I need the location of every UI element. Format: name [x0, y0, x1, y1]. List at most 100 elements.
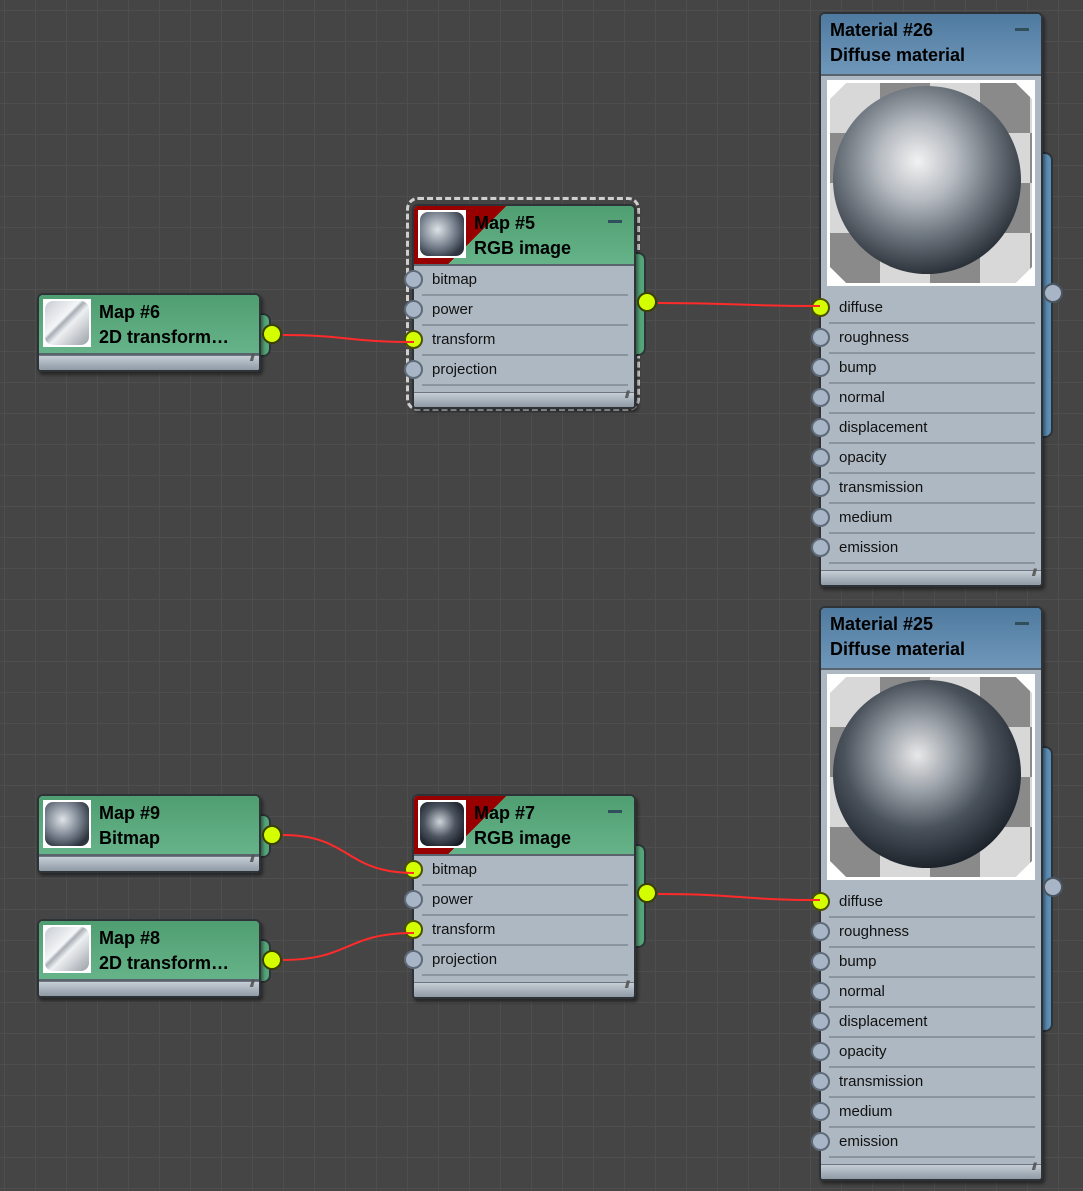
- input-label: opacity: [839, 449, 887, 466]
- input-port[interactable]: [404, 330, 423, 349]
- input-port[interactable]: [811, 478, 830, 497]
- input-slot-normal[interactable]: normal: [811, 978, 1035, 1008]
- output-port[interactable]: [637, 292, 657, 312]
- collapse-button[interactable]: [608, 810, 622, 813]
- input-slot-transmission[interactable]: transmission: [811, 474, 1035, 504]
- input-slot-transform[interactable]: transform: [404, 916, 628, 946]
- wire-map5-to-mat26-diffuse[interactable]: [657, 302, 821, 307]
- resize-grip[interactable]: [39, 979, 259, 996]
- input-port[interactable]: [404, 300, 423, 319]
- input-port[interactable]: [811, 298, 830, 317]
- input-slot-power[interactable]: power: [404, 886, 628, 916]
- collapse-button[interactable]: [608, 220, 622, 223]
- collapse-button[interactable]: [1015, 622, 1029, 625]
- output-port[interactable]: [1043, 283, 1063, 303]
- input-port[interactable]: [811, 952, 830, 971]
- input-slot-bump[interactable]: bump: [811, 354, 1035, 384]
- output-port[interactable]: [262, 825, 282, 845]
- input-label: medium: [839, 1103, 893, 1120]
- wire-map9-to-map7-bitmap[interactable]: [282, 834, 415, 874]
- input-port[interactable]: [404, 860, 423, 879]
- input-port[interactable]: [811, 1072, 830, 1091]
- input-port[interactable]: [811, 328, 830, 347]
- input-slot-transform[interactable]: transform: [404, 326, 628, 356]
- wire-map6-to-map5-transform[interactable]: [282, 334, 415, 343]
- input-port[interactable]: [811, 418, 830, 437]
- input-slot-roughness[interactable]: roughness: [811, 324, 1035, 354]
- input-port[interactable]: [811, 922, 830, 941]
- input-port[interactable]: [811, 508, 830, 527]
- input-slot-opacity[interactable]: opacity: [811, 444, 1035, 474]
- resize-grip[interactable]: [821, 568, 1041, 585]
- input-port[interactable]: [811, 1042, 830, 1061]
- input-label: transform: [432, 331, 496, 348]
- node-subtitle: 2D transform…: [99, 953, 230, 973]
- input-port[interactable]: [811, 982, 830, 1001]
- input-slot-medium[interactable]: medium: [811, 504, 1035, 534]
- input-label: emission: [839, 1133, 899, 1150]
- input-slot-roughness[interactable]: roughness: [811, 918, 1035, 948]
- input-slot-bump[interactable]: bump: [811, 948, 1035, 978]
- input-port[interactable]: [811, 1132, 830, 1151]
- input-slot-emission[interactable]: emission: [811, 1128, 1035, 1158]
- node-title: Map #6: [99, 302, 161, 322]
- input-slot-diffuse[interactable]: diffuse: [811, 888, 1035, 918]
- input-port[interactable]: [404, 270, 423, 289]
- input-port[interactable]: [404, 360, 423, 379]
- output-port[interactable]: [262, 324, 282, 344]
- input-port[interactable]: [811, 1102, 830, 1121]
- node-subtitle: Diffuse material: [830, 639, 966, 659]
- node-subtitle: RGB image: [474, 828, 572, 848]
- input-slot-emission[interactable]: emission: [811, 534, 1035, 564]
- resize-grip[interactable]: [39, 854, 259, 871]
- input-slot-normal[interactable]: normal: [811, 384, 1035, 414]
- input-slot-diffuse[interactable]: diffuse: [811, 294, 1035, 324]
- input-port[interactable]: [811, 538, 830, 557]
- input-slot-bitmap[interactable]: bitmap: [404, 266, 628, 296]
- resize-grip[interactable]: [414, 980, 634, 997]
- input-slot-transmission[interactable]: transmission: [811, 1068, 1035, 1098]
- input-slot-opacity[interactable]: opacity: [811, 1038, 1035, 1068]
- input-slot-bitmap[interactable]: bitmap: [404, 856, 628, 886]
- input-slot-displacement[interactable]: displacement: [811, 1008, 1035, 1038]
- input-slot-projection[interactable]: projection: [404, 356, 628, 386]
- input-label: bump: [839, 953, 877, 970]
- input-slot-medium[interactable]: medium: [811, 1098, 1035, 1128]
- resize-grip[interactable]: [39, 353, 259, 370]
- resize-grip[interactable]: [821, 1162, 1041, 1179]
- input-port[interactable]: [811, 1012, 830, 1031]
- input-port[interactable]: [404, 920, 423, 939]
- input-port[interactable]: [404, 950, 423, 969]
- output-port[interactable]: [637, 883, 657, 903]
- input-port[interactable]: [404, 890, 423, 909]
- input-port[interactable]: [811, 358, 830, 377]
- input-port[interactable]: [811, 388, 830, 407]
- input-port[interactable]: [811, 448, 830, 467]
- input-port[interactable]: [811, 892, 830, 911]
- wire-map8-to-map7-transform[interactable]: [282, 932, 415, 961]
- resize-grip[interactable]: [414, 390, 634, 407]
- collapse-button[interactable]: [1015, 28, 1029, 31]
- output-port[interactable]: [262, 950, 282, 970]
- output-port[interactable]: [1043, 877, 1063, 897]
- input-label: emission: [839, 539, 899, 556]
- input-slot-projection[interactable]: projection: [404, 946, 628, 976]
- input-slot-power[interactable]: power: [404, 296, 628, 326]
- wire-map7-to-mat25-diffuse[interactable]: [657, 893, 821, 901]
- input-slot-displacement[interactable]: displacement: [811, 414, 1035, 444]
